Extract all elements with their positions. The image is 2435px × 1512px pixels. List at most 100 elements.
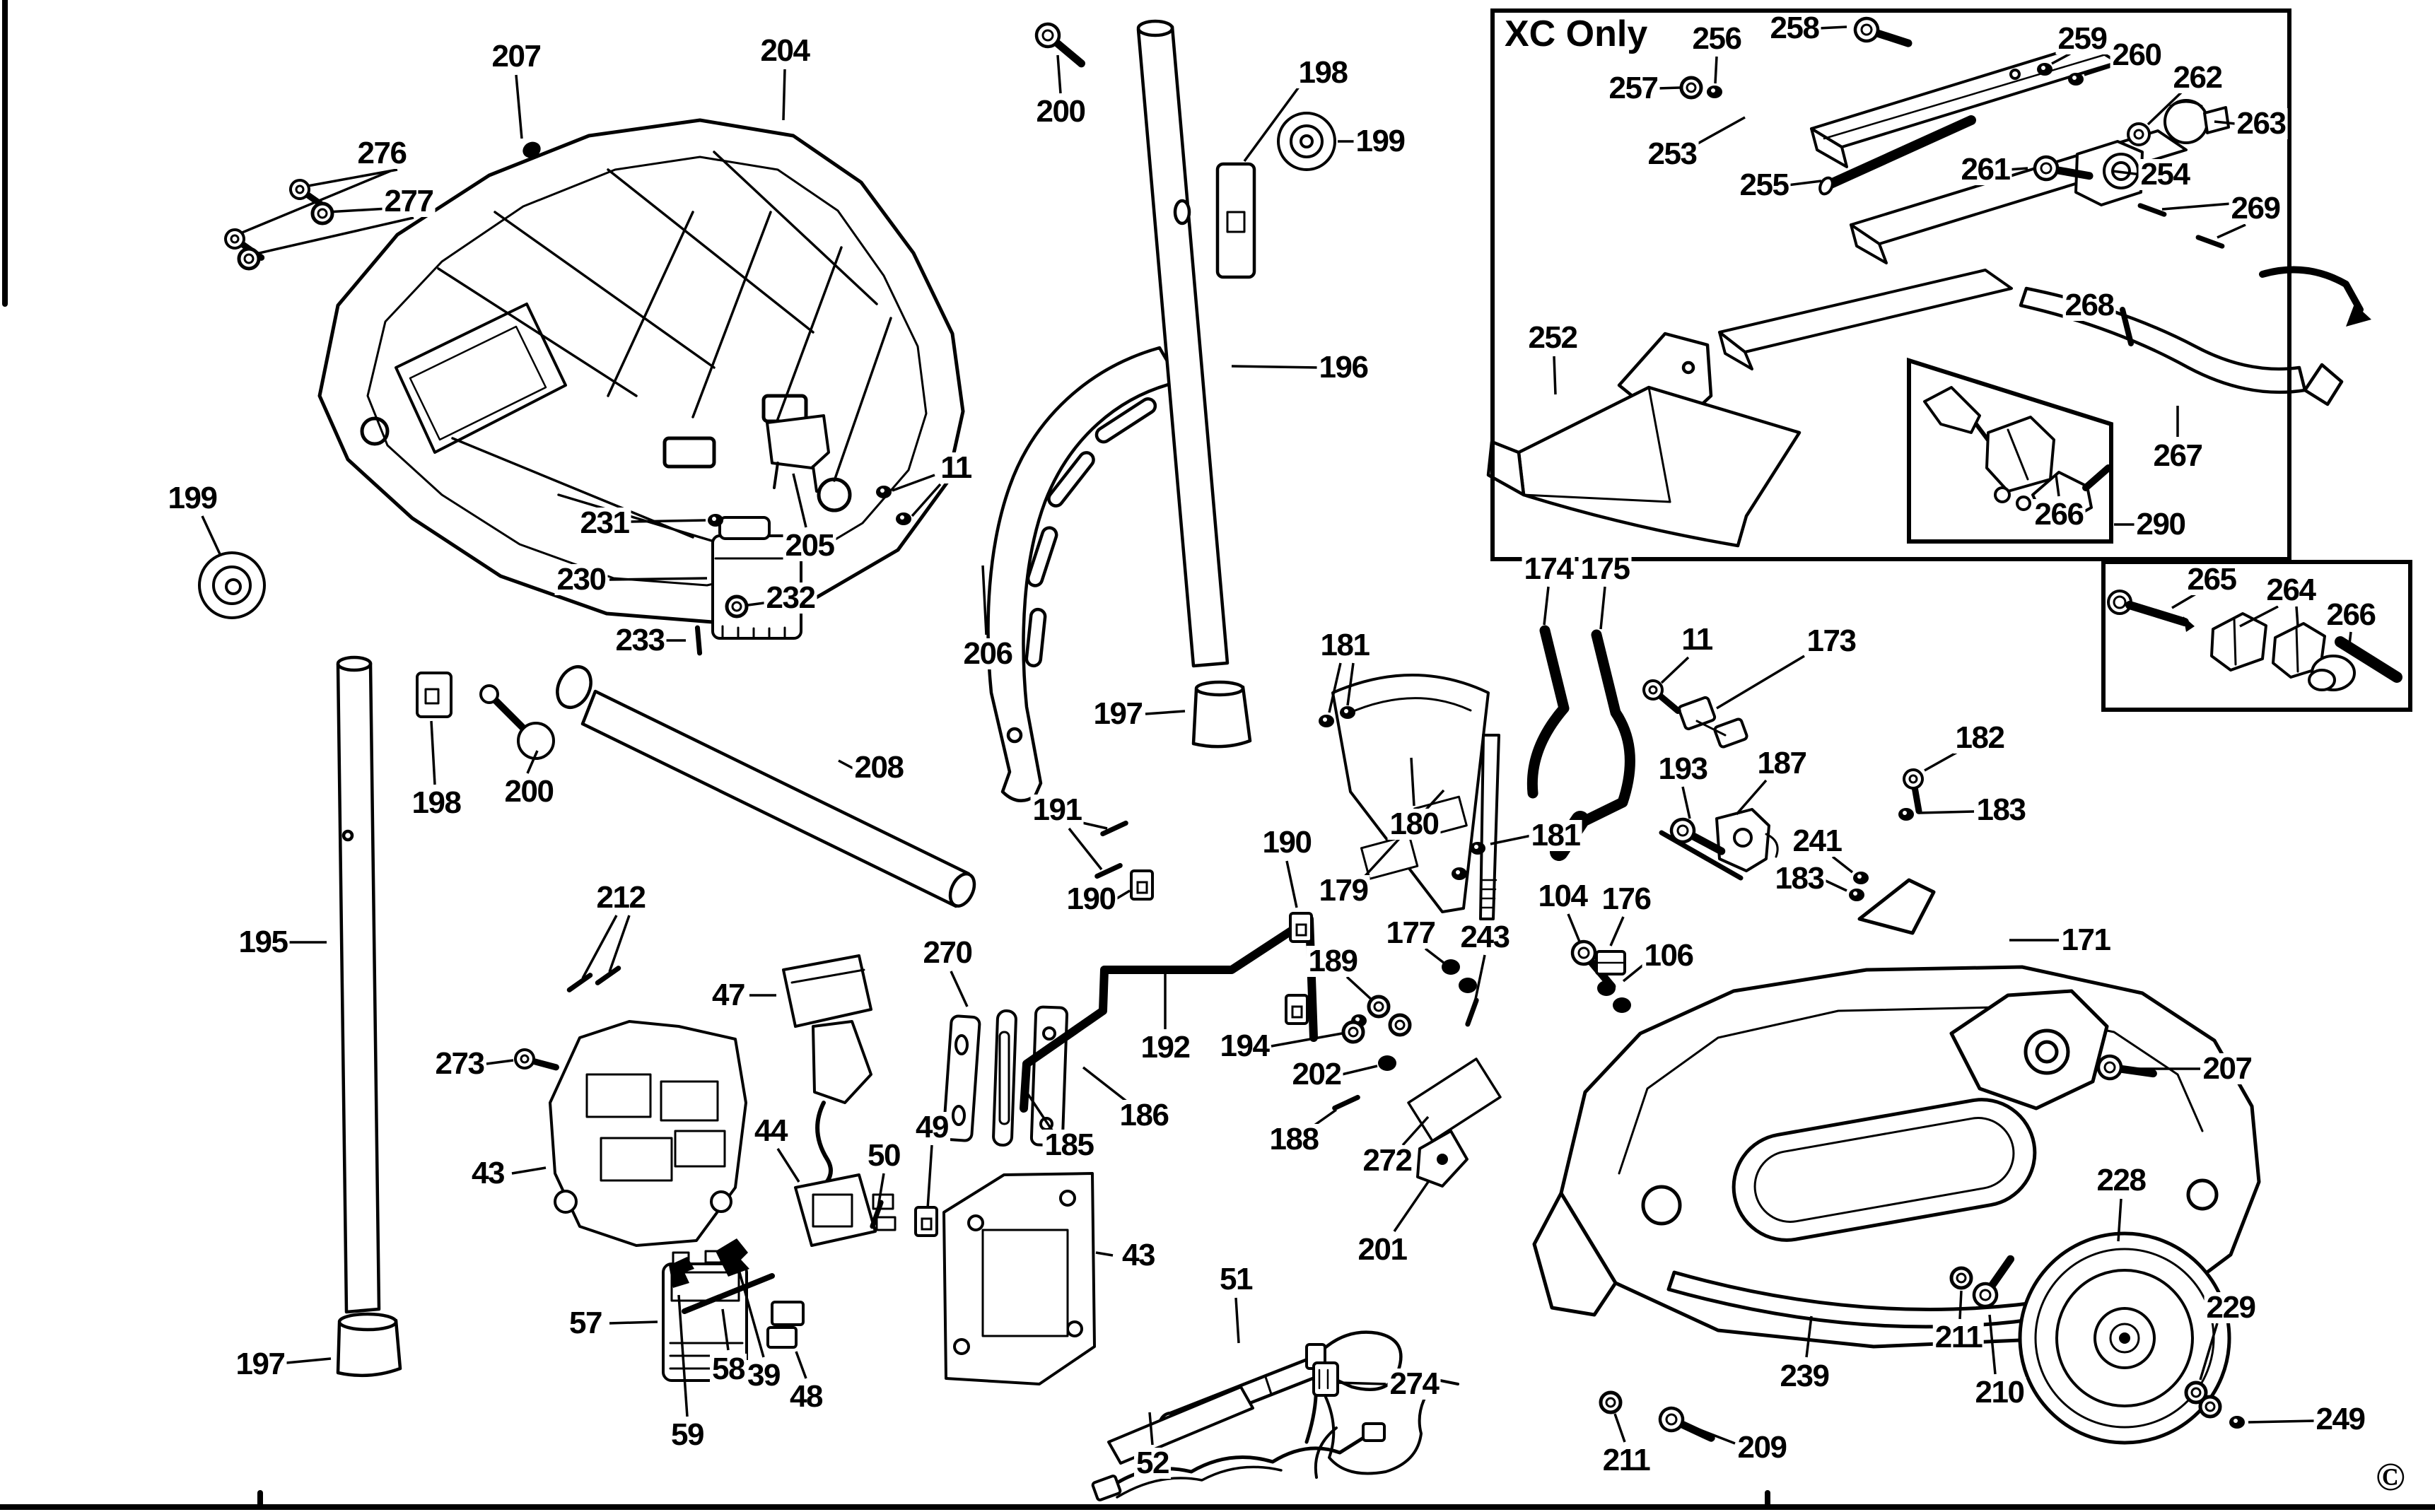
part-label-233: 233: [613, 625, 667, 656]
leader-line: [2347, 631, 2352, 651]
leader-line: [892, 474, 935, 492]
part-glyph-cap: [1378, 1055, 1396, 1071]
part-label-204: 204: [758, 35, 812, 66]
part-label-189: 189: [1306, 946, 1360, 977]
part-label-277: 277: [382, 186, 436, 217]
part-label-190-top: 190: [1260, 827, 1314, 858]
part-glyph-pin: [1094, 862, 1123, 879]
part-label-269: 269: [2229, 193, 2282, 224]
art-bracket-43l: [549, 1020, 747, 1247]
art-switch-44: [794, 1173, 897, 1247]
xc-only-title: XC Only: [1505, 13, 1648, 54]
part-label-198-top: 198: [1296, 57, 1350, 88]
part-label-273: 273: [433, 1048, 486, 1079]
part-label-199-top: 199: [1353, 126, 1407, 157]
art-tube-196: [1136, 19, 1252, 749]
part-glyph-nut: [2229, 1416, 2245, 1429]
leader-line: [2055, 474, 2060, 497]
leader-line: [911, 483, 942, 517]
part-glyph-cap: [522, 141, 541, 158]
part-label-48: 48: [788, 1381, 824, 1412]
part-label-181-left: 181: [1318, 630, 1372, 661]
leader-line: [1473, 954, 1486, 1003]
part-label-185: 185: [1042, 1130, 1096, 1161]
art-guard-plates: [1331, 674, 1500, 920]
leader-line: [1234, 1297, 1240, 1344]
part-label-59: 59: [669, 1419, 706, 1451]
part-label-259: 259: [2055, 23, 2109, 54]
part-label-207-right: 207: [2200, 1053, 2254, 1084]
part-label-39: 39: [745, 1360, 782, 1391]
part-label-261: 261: [1958, 154, 2012, 185]
leader-line: [1599, 586, 1606, 630]
leader-line: [1056, 54, 1062, 94]
art-tube-195: [336, 655, 402, 1378]
part-glyph-cap: [1613, 997, 1631, 1013]
art-latch-187: [1715, 808, 1779, 872]
art-harness-52: [1091, 1343, 1386, 1501]
part-glyph-nut: [708, 514, 723, 527]
art-clamp-39: [716, 1238, 749, 1277]
art-pin-268: [2120, 307, 2134, 346]
leader-line: [609, 577, 708, 581]
part-label-274: 274: [1387, 1369, 1441, 1400]
leader-line: [1393, 1181, 1430, 1232]
leader-line: [2217, 223, 2246, 239]
leader-line: [1958, 1290, 1963, 1320]
copyright-mark: ©: [2376, 1455, 2405, 1499]
part-label-256: 256: [1690, 23, 1744, 54]
part-label-263: 263: [2234, 108, 2288, 139]
part-label-254: 254: [2138, 159, 2192, 190]
part-glyph-clip: [914, 1206, 938, 1237]
leader-line: [1918, 810, 1975, 814]
leader-line: [1988, 1314, 1997, 1375]
part-glyph-nut: [2068, 73, 2084, 86]
part-glyph-bolt: [2096, 1054, 2157, 1081]
leader-line: [1341, 1065, 1378, 1076]
part-label-255: 255: [1737, 170, 1791, 201]
part-label-198-mid: 198: [409, 787, 463, 819]
part-label-11-right: 11: [1679, 624, 1715, 655]
part-label-49: 49: [913, 1112, 950, 1143]
part-glyph-nut: [1707, 86, 1722, 98]
part-label-175: 175: [1578, 553, 1632, 585]
part-glyph-bolt: [1853, 16, 1913, 47]
leader-line: [1243, 80, 1304, 163]
leader-line: [2214, 120, 2236, 125]
part-label-200-mid: 200: [502, 776, 556, 807]
detail-box-265: [2101, 560, 2412, 712]
leader-line: [526, 750, 539, 774]
leader-line: [2161, 202, 2232, 211]
part-label-201: 201: [1355, 1234, 1409, 1265]
leader-line: [782, 69, 786, 121]
leader-line: [1660, 656, 1690, 684]
part-glyph-pin: [1465, 997, 1479, 1027]
part-glyph-nut: [1470, 842, 1485, 855]
part-glyph-clip: [1285, 994, 1309, 1025]
part-glyph-washer: [1341, 1020, 1365, 1044]
part-label-187: 187: [1755, 748, 1809, 779]
art-boxes-48: [766, 1301, 805, 1349]
part-label-257: 257: [1606, 73, 1660, 104]
part-label-200-top: 200: [1034, 96, 1087, 127]
part-label-290: 290: [2134, 509, 2188, 540]
part-label-195: 195: [236, 927, 290, 958]
art-housing-171: [1532, 878, 2261, 1349]
leader-line: [1115, 889, 1131, 901]
art-plate-43r: [942, 1172, 1096, 1385]
part-glyph-nut: [1319, 715, 1334, 727]
art-hinge-173: [1677, 696, 1748, 749]
leader-line: [1609, 916, 1625, 947]
part-glyph-washer: [1367, 995, 1391, 1019]
art-fitting-59: [669, 1257, 694, 1288]
leader-line: [1068, 827, 1103, 871]
part-label-47: 47: [710, 980, 747, 1011]
part-label-206: 206: [961, 638, 1015, 669]
leader-line: [1823, 879, 1847, 892]
part-label-173: 173: [1804, 626, 1858, 657]
part-label-266-sub: 266: [2032, 499, 2086, 530]
part-glyph-pin: [2195, 235, 2225, 249]
part-label-272: 272: [1360, 1145, 1414, 1176]
leader-line: [1735, 779, 1768, 816]
